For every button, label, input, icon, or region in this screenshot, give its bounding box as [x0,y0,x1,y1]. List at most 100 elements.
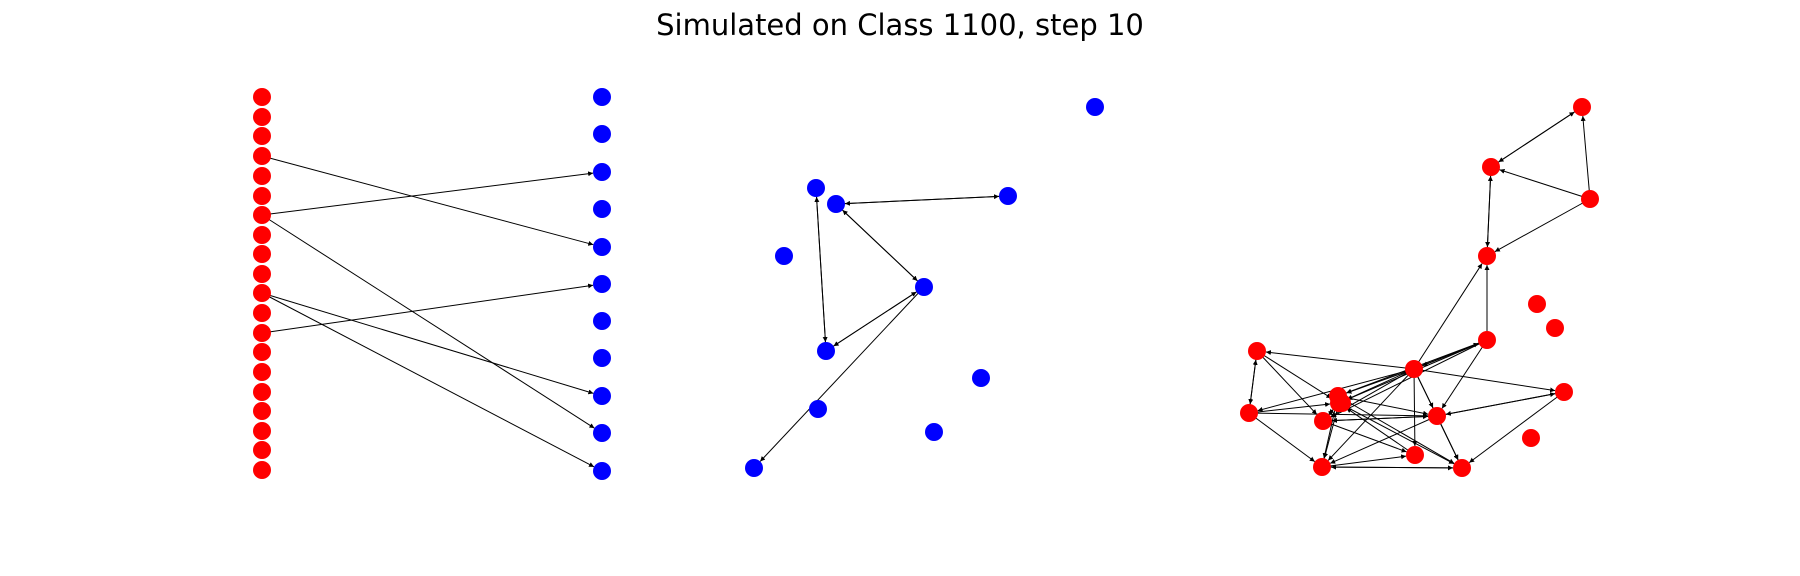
edge-T6-T11 [1330,339,1488,418]
node-R10 [593,462,611,480]
node-T2 [1581,190,1599,208]
edge-T7-T3 [1413,263,1483,370]
node-T8 [1248,342,1266,360]
node-R7 [593,349,611,367]
edge-T6-T12 [1441,339,1488,409]
node-L6 [253,206,271,224]
node-L16 [253,402,271,420]
edge-T9-T15 [1248,412,1316,463]
edge-T15-T16 [1321,465,1454,471]
edge-T13-T15 [1323,402,1340,459]
edge-T1-T3 [1485,166,1492,248]
node-T5 [1546,319,1564,337]
edge-T0-T1 [1498,106,1583,163]
node-R0 [593,88,611,106]
node-T4 [1528,295,1546,313]
node-B7 [775,247,793,265]
node-B9 [925,423,943,441]
node-T6 [1478,331,1496,349]
node-R5 [593,275,611,293]
node-L5 [253,187,271,205]
node-L14 [253,363,271,381]
node-L4 [253,167,271,185]
node-T14 [1406,446,1424,464]
node-B0 [1086,98,1104,116]
node-B3 [915,278,933,296]
node-L9 [253,265,271,283]
node-B8 [809,400,827,418]
node-R2 [593,163,611,181]
node-T17 [1555,383,1573,401]
edge-T12-T11 [1331,415,1438,423]
edge-T14-T13 [1346,407,1416,456]
node-L3 [253,147,271,165]
node-L18 [253,441,271,459]
node-T12 [1428,407,1446,425]
node-R4 [593,238,611,256]
node-T7 [1405,360,1423,378]
node-R6 [593,312,611,330]
edge-T7-T14 [1412,368,1418,447]
node-T18 [1522,429,1540,447]
edge-B3-B4 [833,286,925,347]
node-B10 [972,369,990,387]
edge-B2-B3 [835,203,918,282]
node-T3 [1478,247,1496,265]
edge-B1-B2 [844,195,1009,206]
node-L2 [253,127,271,145]
node-L19 [253,461,271,479]
edge-T8-T11 [1256,350,1318,415]
node-T1 [1482,158,1500,176]
node-L0 [253,88,271,106]
node-R9 [593,424,611,442]
node-B6 [807,179,825,197]
node-T9 [1240,404,1258,422]
figure-title: Simulated on Class 1100, step 10 [656,8,1144,42]
node-B2 [827,195,845,213]
node-L15 [253,383,271,401]
edge-T2-T1 [1499,168,1591,200]
node-L17 [253,422,271,440]
panel-bipartite [253,88,611,480]
node-B1 [999,187,1017,205]
node-T15 [1313,458,1331,476]
panel-red-graph [1240,98,1599,477]
edge-B4-B6 [814,196,827,352]
edge-T9-T12 [1248,412,1429,419]
node-T11 [1314,412,1332,430]
edge-L12-R5 [261,283,594,334]
edge-T7-T17 [1413,368,1556,393]
node-L13 [253,343,271,361]
edge-T12-T15 [1330,415,1438,464]
edge-T17-T12 [1445,391,1565,416]
edge-T11-T14 [1322,420,1407,453]
edge-L6-R9 [261,214,595,429]
edge-T17-T16 [1468,391,1565,464]
edge-T2-T3 [1494,198,1591,253]
node-L10 [253,284,271,302]
node-R1 [593,125,611,143]
edge-L10-R10 [261,292,595,468]
node-T16 [1453,459,1471,477]
edge-B3-B5 [759,286,925,462]
edge-L6-R2 [261,171,594,216]
node-R8 [593,387,611,405]
node-L11 [253,304,271,322]
edge-T9-T13 [1248,402,1331,414]
node-R3 [593,200,611,218]
node-T0 [1573,98,1591,116]
node-L7 [253,226,271,244]
node-L12 [253,324,271,342]
edge-L3-R4 [261,155,594,246]
node-L1 [253,108,271,126]
edge-L10-R8 [261,292,594,395]
edge-T10-T12 [1337,395,1429,416]
node-B5 [745,459,763,477]
edge-T13-T16 [1338,402,1455,465]
edge-T8-T13 [1256,350,1332,399]
node-T19 [1333,394,1351,412]
edge-T10-T16 [1337,395,1455,464]
node-L8 [253,245,271,263]
node-B4 [817,342,835,360]
